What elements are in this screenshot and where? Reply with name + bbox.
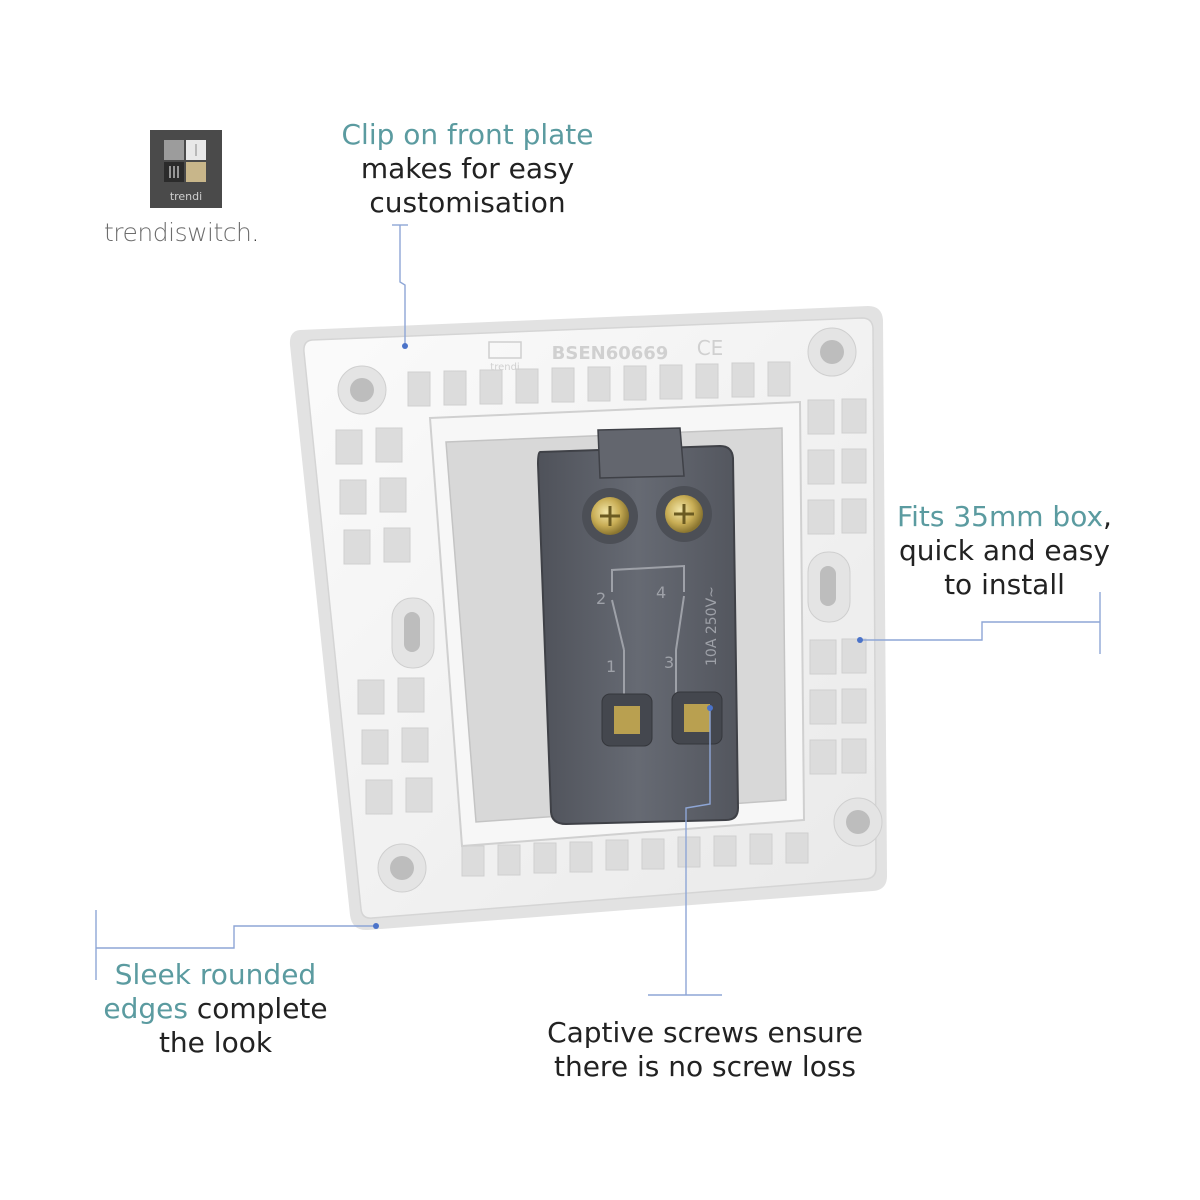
- svg-text:10A 250V~: 10A 250V~: [704, 586, 720, 666]
- callout-fits-accent: Fits 35mm box: [897, 500, 1104, 533]
- callout-fits-comma: ,: [1103, 500, 1112, 533]
- callout-sleek-rounded-edges: Sleek rounded edges complete the look: [88, 958, 343, 1060]
- callout-clip-accent: Clip on front plate: [341, 118, 594, 151]
- svg-text:trendi: trendi: [170, 190, 202, 203]
- brand-logo: trendi: [150, 130, 222, 208]
- callout-captive-screws: Captive screws ensure there is no screw …: [530, 1016, 880, 1084]
- callout-clip-text: makes for easy customisation: [360, 152, 575, 219]
- callout-screws-line-1: Captive screws ensure: [547, 1016, 863, 1049]
- svg-text:4: 4: [656, 583, 666, 602]
- switch-module: 2 4 1 3 10A 250V~: [536, 427, 740, 826]
- fixing-holes: [337, 327, 883, 893]
- callout-fits-text: quick and easy to install: [899, 534, 1110, 601]
- svg-text:CE: CE: [697, 336, 724, 360]
- callout-edges-text-2: the look: [158, 1026, 273, 1059]
- leader-lines: [95, 224, 1101, 996]
- svg-text:BSEN60669: BSEN60669: [552, 343, 669, 364]
- callout-edges-accent-1: Sleek rounded: [114, 958, 317, 991]
- plate-ribs: [335, 361, 867, 877]
- svg-text:trendi: trendi: [490, 362, 519, 373]
- callout-edges-text-1: complete: [187, 992, 328, 1025]
- callout-clip-on-front-plate: Clip on front plate makes for easy custo…: [330, 118, 605, 220]
- svg-text:3: 3: [664, 653, 674, 672]
- callout-screws-line-2: there is no screw loss: [553, 1050, 856, 1083]
- svg-text:2: 2: [596, 589, 606, 608]
- callout-fits-35mm-box: Fits 35mm box, quick and easy to install: [882, 500, 1127, 602]
- plate-markings: trendi BSEN60669 CE: [488, 336, 724, 373]
- brand-name: trendiswitch.: [104, 218, 259, 247]
- brand-logo-icon: trendi: [150, 130, 222, 208]
- callout-edges-accent-2: edges: [103, 992, 188, 1025]
- svg-text:1: 1: [606, 657, 616, 676]
